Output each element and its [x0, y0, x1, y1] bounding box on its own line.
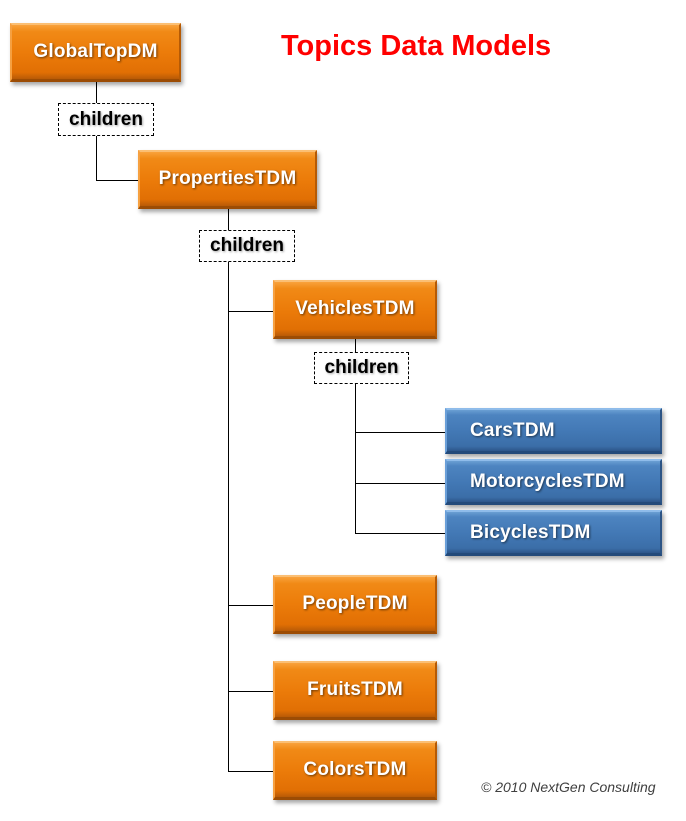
connector-to-vehicles — [228, 311, 273, 312]
node-bicycles-tdm: BicyclesTDM — [445, 510, 662, 556]
connector-properties-children — [228, 209, 229, 230]
node-cars-tdm: CarsTDM — [445, 408, 662, 454]
node-vehicles-tdm: VehiclesTDM — [273, 280, 437, 339]
children-label-properties: children — [199, 230, 295, 262]
connector-global-children — [96, 82, 97, 103]
node-properties-tdm: PropertiesTDM — [138, 150, 317, 209]
connector-to-colors — [228, 771, 273, 772]
connector-properties-trunk — [228, 262, 229, 772]
copyright-notice: © 2010 NextGen Consulting — [481, 779, 656, 795]
connector-to-cars — [355, 432, 445, 433]
node-fruits-tdm: FruitsTDM — [273, 661, 437, 720]
connector-children-properties-horizontal — [96, 180, 138, 181]
children-label-vehicles: children — [314, 352, 409, 384]
connector-children-properties-vertical — [96, 136, 97, 181]
connector-vehicles-children — [355, 339, 356, 352]
node-people-tdm: PeopleTDM — [273, 575, 437, 634]
node-colors-tdm: ColorsTDM — [273, 741, 437, 800]
diagram-title: Topics Data Models — [281, 30, 552, 62]
node-global-top-dm: GlobalTopDM — [10, 23, 181, 82]
children-label-global: children — [58, 103, 154, 136]
connector-vehicles-trunk — [355, 384, 356, 534]
connector-to-fruits — [228, 691, 273, 692]
connector-to-motorcycles — [355, 483, 445, 484]
node-motorcycles-tdm: MotorcyclesTDM — [445, 459, 662, 505]
connector-to-bicycles — [355, 533, 445, 534]
connector-to-people — [228, 605, 273, 606]
